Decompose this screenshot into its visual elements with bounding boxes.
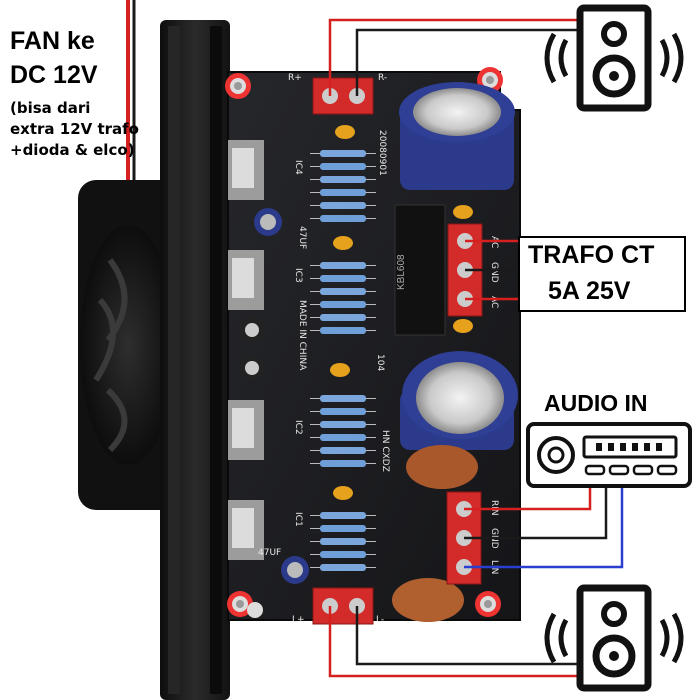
made-in-label: MADE IN CHINA	[297, 300, 307, 371]
terminal-ac2-label: AC	[489, 296, 499, 308]
speaker-icon-top	[544, 4, 684, 112]
terminal-r-minus-label: R-	[378, 73, 387, 83]
fan-label: FAN ke DC 12V	[10, 24, 98, 92]
terminal-l-plus-label: L+	[292, 615, 305, 625]
cap-code-label: 104	[375, 354, 385, 371]
audio-in-label: AUDIO IN	[544, 390, 648, 416]
power-wires	[465, 239, 518, 301]
cooling-fan	[78, 180, 178, 510]
resistor	[320, 301, 366, 308]
resistor	[320, 150, 366, 157]
resistor	[320, 288, 366, 295]
bridge-rectifier: KBL608	[394, 204, 446, 336]
resistor	[320, 512, 366, 519]
audio-source-icon	[526, 422, 692, 488]
speaker-left-wires	[328, 606, 580, 678]
resistor	[320, 163, 366, 170]
fan-label-line2: DC 12V	[10, 61, 98, 89]
resistor	[320, 327, 366, 334]
resistor	[320, 408, 366, 415]
resistor	[320, 525, 366, 532]
pcb-board: KBL608 IC4 IC3 IC2 IC1	[225, 67, 521, 625]
ic1-label: IC1	[293, 512, 303, 527]
terminal-gnd-label: GND	[489, 262, 499, 283]
ic4-label: IC4	[293, 160, 303, 175]
fan-label-line1: FAN ke	[10, 27, 95, 55]
ic2-label: IC2	[293, 420, 303, 435]
resistor	[320, 460, 366, 467]
fan-note-line1: (bisa dari	[10, 99, 91, 117]
cap-label-top: 47UF	[297, 226, 307, 249]
resistor	[320, 314, 366, 321]
film-capacitors	[392, 445, 478, 622]
fan-note: (bisa dari extra 12V trafo +dioda & elco…	[10, 98, 139, 161]
bridge-label: KBL608	[396, 254, 407, 290]
terminal-speaker-right	[312, 77, 374, 115]
fan-note-line2: extra 12V trafo	[10, 120, 139, 138]
brand-label: HN CXDZ	[380, 430, 390, 472]
resistor	[320, 395, 366, 402]
filter-capacitor-top	[399, 82, 515, 190]
resistor	[320, 215, 366, 222]
small-electrolytic-caps	[240, 208, 309, 584]
resistor	[320, 176, 366, 183]
serial-label: 20080901	[377, 130, 387, 176]
resistor	[320, 551, 366, 558]
ceramic-caps	[330, 125, 473, 500]
heatsink	[160, 20, 230, 700]
speaker-right-wires	[328, 18, 580, 96]
resistor	[320, 275, 366, 282]
resistor	[320, 564, 366, 571]
trafo-label-box	[518, 236, 686, 312]
mounting-holes	[225, 67, 503, 618]
terminal-r-plus-label: R+	[288, 73, 302, 83]
ic3-label: IC3	[293, 268, 303, 283]
resistor	[320, 262, 366, 269]
trafo-label-line2: 5A 25V	[548, 277, 631, 305]
fan-note-line3: +dioda & elco)	[10, 141, 135, 159]
resistor	[320, 202, 366, 209]
power-transistors	[228, 140, 264, 560]
filter-capacitor-bottom	[400, 351, 518, 450]
resistor	[320, 538, 366, 545]
resistor-array	[310, 150, 376, 571]
speaker-icon-bottom	[544, 584, 684, 692]
audio-input-wires	[464, 488, 624, 569]
resistor	[320, 434, 366, 441]
resistor	[320, 447, 366, 454]
cap-label-bottom: 47UF	[258, 548, 281, 558]
resistor	[320, 421, 366, 428]
trafo-label-line1: TRAFO CT	[528, 241, 655, 269]
terminal-l-minus-label: L-	[376, 615, 384, 625]
terminal-speaker-left	[312, 587, 374, 625]
resistor	[320, 189, 366, 196]
